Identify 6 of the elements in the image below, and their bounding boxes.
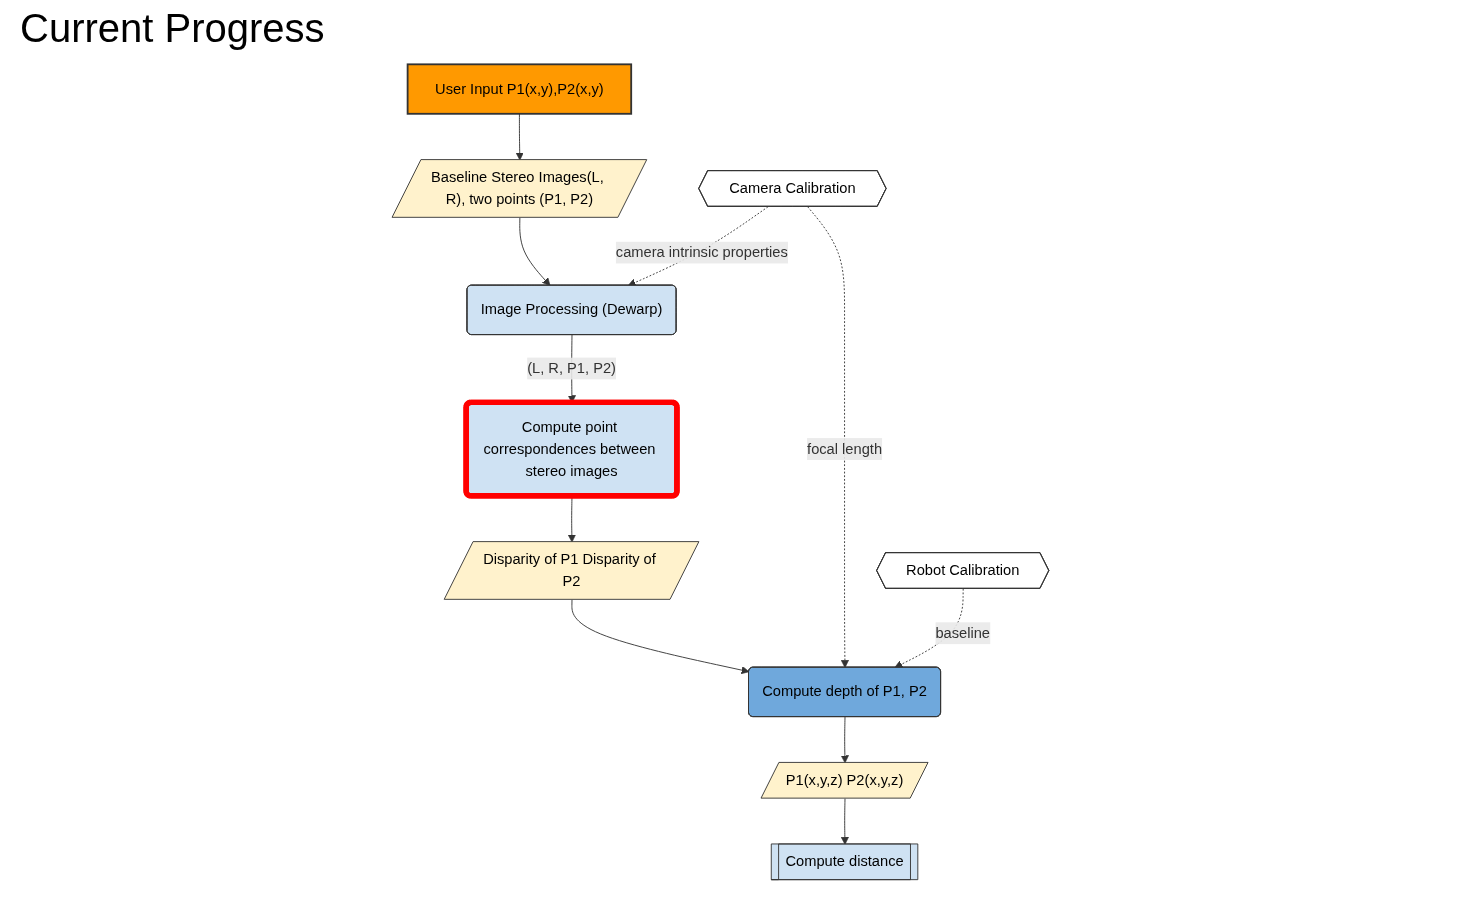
diagram-title: Current Progress xyxy=(20,6,326,51)
edge-label: baseline xyxy=(934,624,990,641)
node-box: User Input P1(x,y),P2(x,y) xyxy=(406,63,632,115)
edge-label: focal length xyxy=(806,440,882,457)
edge-label: camera intrinsic properties xyxy=(615,244,788,260)
edge-label: (L, R, P1, P2) xyxy=(526,360,616,376)
